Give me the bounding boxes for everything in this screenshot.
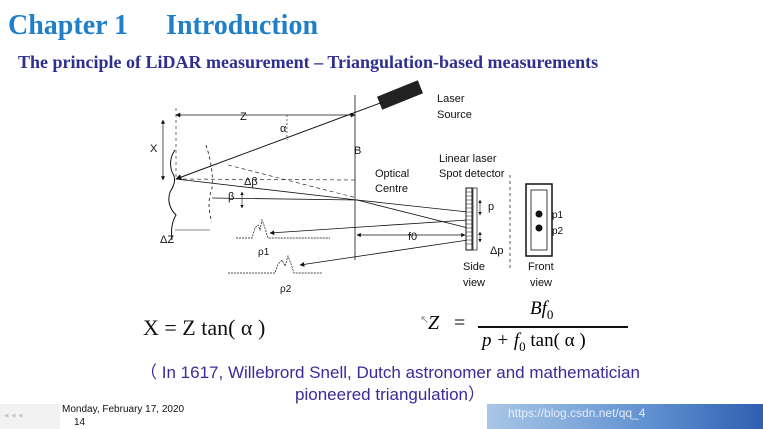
- image-ray-1: [356, 199, 469, 213]
- formula-z-denominator: p + f0 tan( α ): [482, 330, 586, 355]
- rho1-profile: [236, 218, 330, 239]
- footer-strip: [0, 404, 60, 429]
- formula-z-lhs: Z: [428, 312, 440, 334]
- label-p1: p1: [552, 210, 564, 221]
- watermark-band: [487, 404, 763, 429]
- label-laser: Laser: [437, 93, 465, 105]
- reflected-ray: [175, 178, 358, 201]
- label-f0: f0: [408, 231, 417, 243]
- label-spot-detector: Spot detector: [439, 168, 505, 180]
- triangulation-diagram: Laser Source Z B α X ΔZ Δβ β: [150, 80, 564, 295]
- object-surface-shifted: [205, 144, 213, 223]
- label-source: Source: [437, 109, 472, 121]
- label-rho1: ρ1: [258, 247, 270, 258]
- footer-date: Monday, February 17, 2020: [62, 404, 185, 415]
- label-side: Side: [463, 261, 485, 273]
- history-note-line1: （ In 1617, Willebrord Snell, Dutch astro…: [140, 363, 640, 382]
- label-front: Front: [528, 261, 554, 273]
- page-number: 14: [74, 417, 86, 428]
- label-delta-z: ΔZ: [160, 234, 174, 246]
- front-view-detector: [525, 183, 553, 257]
- formula-z-numerator: Bf0: [530, 298, 553, 323]
- numerator-text: Bf: [530, 298, 547, 319]
- object-surface: [168, 149, 177, 241]
- return-arrow-1: [269, 219, 469, 236]
- laser-source-icon: [376, 80, 424, 110]
- laser-beam: [175, 101, 384, 180]
- rho2-profile: [228, 254, 322, 274]
- label-x: X: [150, 143, 158, 155]
- page-title: Chapter 1 Introduction: [8, 10, 318, 42]
- history-note: （ In 1617, Willebrord Snell, Dutch astro…: [100, 362, 680, 406]
- label-linear-laser: Linear laser: [439, 153, 497, 165]
- label-side-view: view: [463, 277, 485, 289]
- reflected-ray-2: [211, 197, 358, 201]
- label-front-view: view: [530, 277, 552, 289]
- formula-z-equals: =: [454, 312, 466, 334]
- z-dimension: [175, 108, 356, 180]
- chapter-number: Chapter 1: [8, 10, 129, 41]
- label-b: B: [354, 145, 361, 157]
- label-p2: p2: [552, 226, 564, 237]
- label-delta-p: Δp: [490, 245, 503, 257]
- return-arrow-2: [299, 239, 469, 267]
- history-note-line2: pioneered triangulation）: [295, 385, 485, 404]
- label-alpha: α: [280, 123, 287, 135]
- image-ray-2: [356, 199, 469, 229]
- denominator-text: p + f: [482, 330, 520, 351]
- formula-z: Z = Bf0 p + f0 tan( α ): [420, 298, 650, 358]
- decor-icon: ◂ ◂ ◂: [4, 410, 23, 420]
- slide-subtitle: The principle of LiDAR measurement – Tri…: [18, 52, 599, 72]
- label-centre: Centre: [375, 183, 408, 195]
- label-delta-beta: Δβ: [244, 176, 258, 188]
- denominator-subscript: 0: [519, 338, 526, 354]
- reference-ray: [175, 178, 358, 181]
- label-rho2: ρ2: [280, 284, 292, 295]
- label-beta: β: [228, 191, 234, 203]
- label-p: p: [488, 201, 494, 213]
- shifted-ray: [227, 164, 358, 199]
- label-z: Z: [240, 111, 247, 123]
- side-view-detector: [465, 187, 478, 251]
- numerator-subscript: 0: [546, 306, 554, 322]
- label-optical: Optical: [375, 168, 409, 180]
- chapter-title: Introduction: [166, 10, 319, 41]
- denominator-tail: tan( α ): [525, 330, 586, 351]
- formula-x: X = Z tan( α ): [143, 315, 266, 340]
- fraction-bar: [478, 326, 628, 328]
- watermark-url: https://blog.csdn.net/qq_4: [508, 406, 646, 420]
- cursor-icon: ↖: [420, 314, 430, 326]
